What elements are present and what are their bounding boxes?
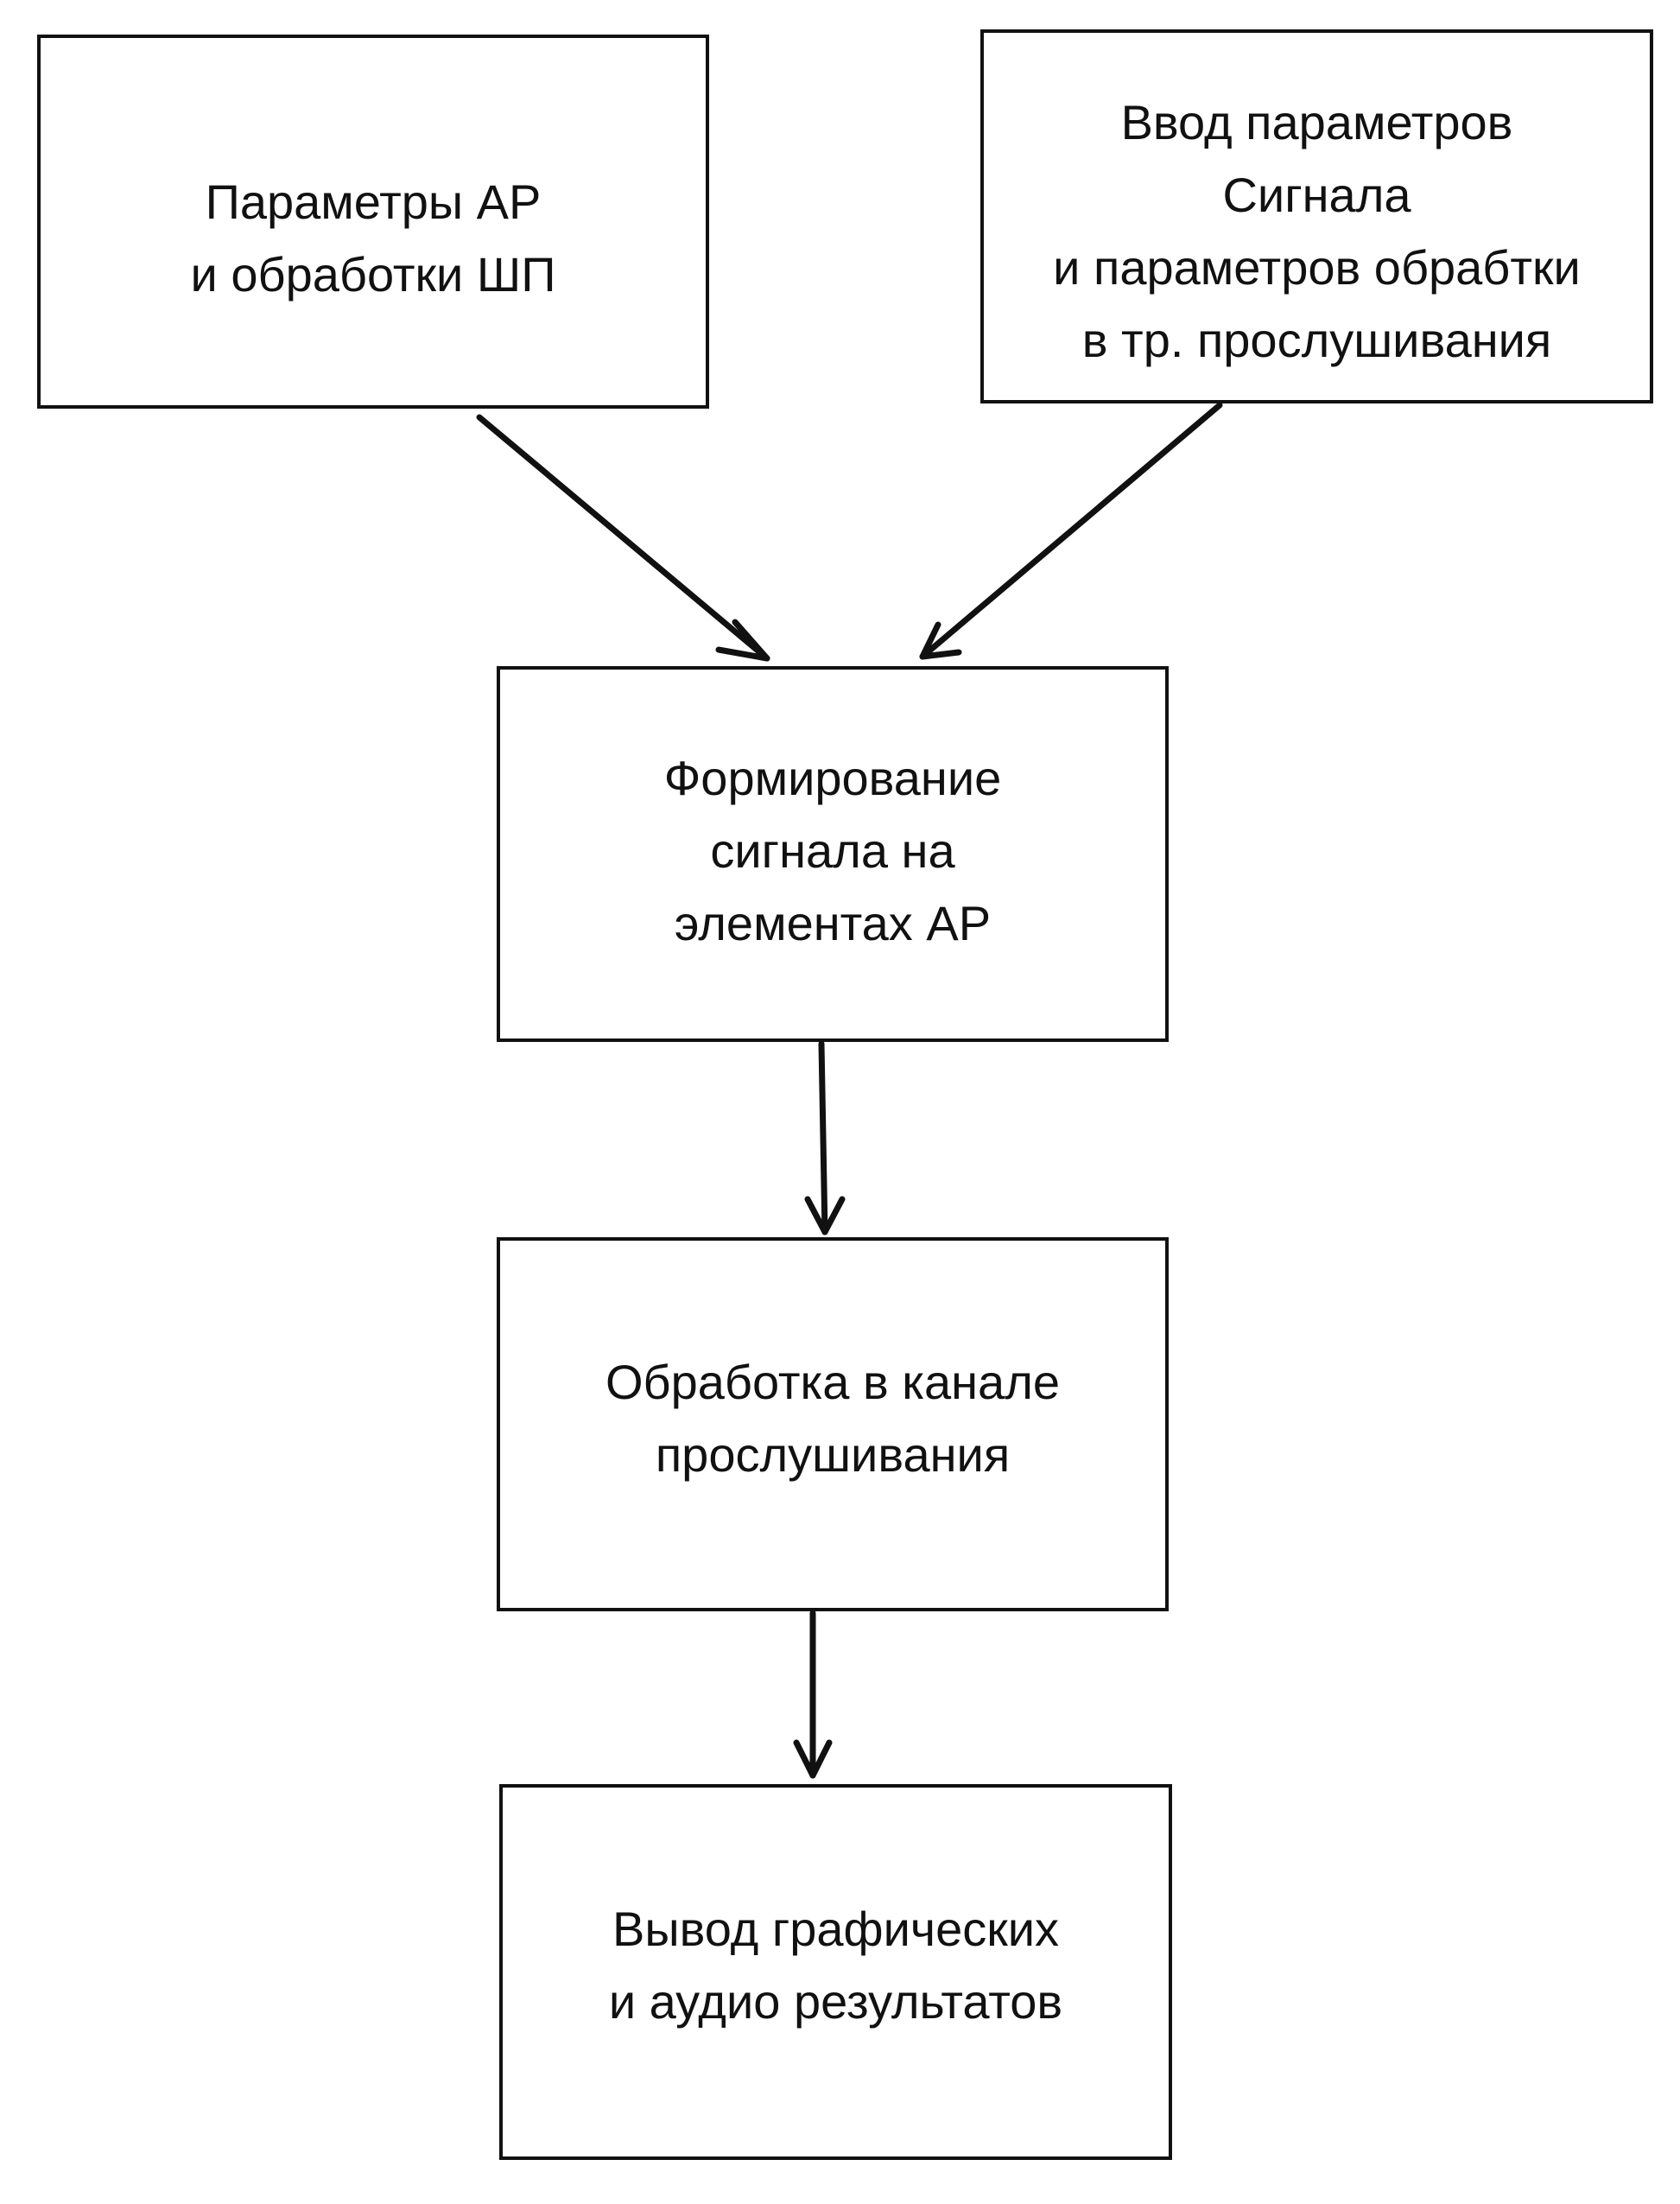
node-input-params-label: Ввод параметров Сигнала и параметров обр… bbox=[984, 86, 1650, 377]
arrowhead-signal-formation-to-channel-processing bbox=[804, 1196, 846, 1235]
arrow-params-ar-to-signal-formation bbox=[476, 414, 770, 662]
arrowhead-params-ar-to-signal-formation bbox=[715, 619, 770, 662]
node-input-params: Ввод параметров Сигнала и параметров обр… bbox=[980, 29, 1653, 403]
node-output-results: Вывод графических и аудио результатов bbox=[499, 1784, 1172, 2160]
node-channel-processing: Обработка в канале прослушивания bbox=[497, 1237, 1169, 1611]
node-signal-formation-line-2: сигнала на bbox=[710, 823, 955, 878]
node-output-results-label: Вывод графических и аудио результатов bbox=[503, 1893, 1169, 2038]
node-input-params-line-2: Сигнала bbox=[1222, 168, 1411, 222]
node-channel-processing-line-2: прослушивания bbox=[655, 1427, 1011, 1482]
node-output-results-line-1: Вывод графических bbox=[612, 1902, 1060, 1956]
node-signal-formation-label: Формирование сигнала на элементах АР bbox=[500, 742, 1165, 960]
node-params-ar-label: Параметры АР и обработки ШП bbox=[41, 166, 706, 311]
node-input-params-line-4: в тр. прослушивания bbox=[1081, 313, 1552, 367]
node-signal-formation-line-1: Формирование bbox=[663, 751, 1002, 805]
arrowhead-channel-processing-to-output-results bbox=[793, 1739, 833, 1779]
node-input-params-line-1: Ввод параметров bbox=[1120, 95, 1513, 149]
arrow-input-params-to-signal-formation bbox=[919, 402, 1223, 660]
arrow-signal-formation-to-channel-processing bbox=[818, 1040, 828, 1235]
node-output-results-line-2: и аудио результатов bbox=[608, 1974, 1063, 2029]
node-params-ar-line-2: и обработки ШП bbox=[190, 247, 556, 302]
node-signal-formation-line-3: элементах АР bbox=[674, 896, 992, 950]
node-channel-processing-label: Обработка в канале прослушивания bbox=[500, 1346, 1165, 1491]
arrowhead-input-params-to-signal-formation bbox=[919, 621, 962, 660]
node-params-ar-line-1: Параметры АР bbox=[205, 175, 542, 229]
node-input-params-line-3: и параметров обрабтки bbox=[1053, 240, 1581, 295]
node-signal-formation: Формирование сигнала на элементах АР bbox=[497, 666, 1169, 1042]
node-params-ar: Параметры АР и обработки ШП bbox=[37, 35, 709, 409]
node-channel-processing-line-1: Обработка в канале bbox=[605, 1355, 1061, 1409]
